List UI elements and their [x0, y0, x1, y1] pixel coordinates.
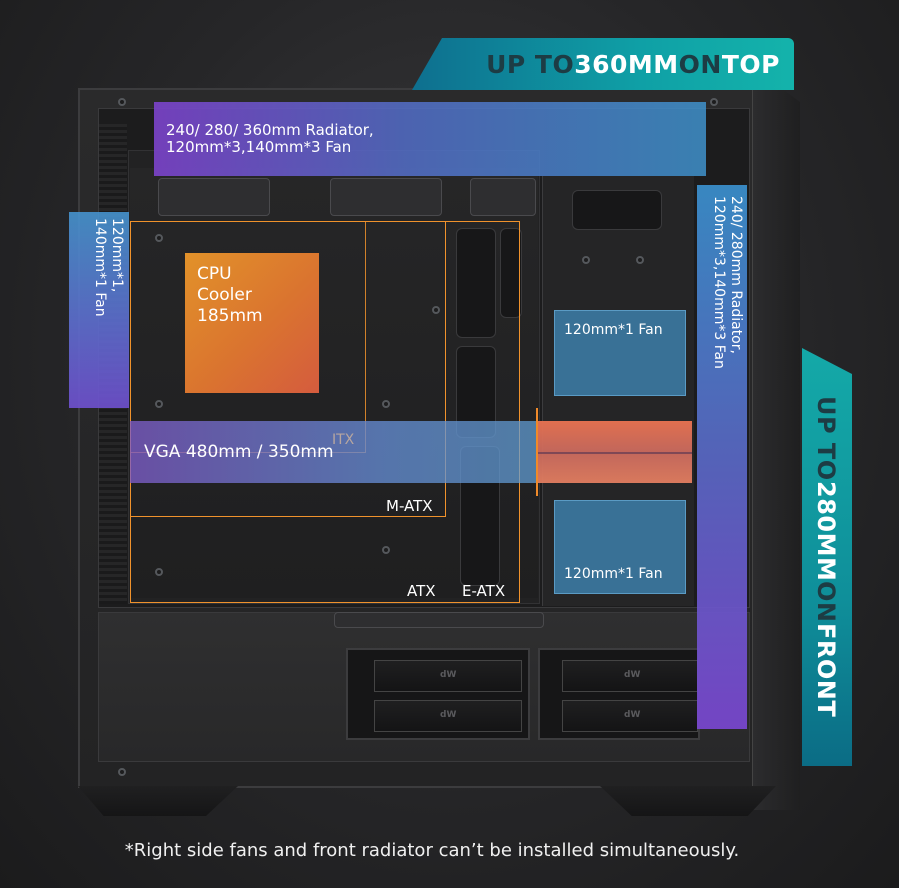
case-foot-right [600, 786, 776, 816]
top-radiator-line2: 120mm*3,140mm*3 Fan [166, 138, 352, 156]
fan-bracket [470, 178, 536, 216]
drive-tray [374, 700, 522, 732]
standoff-screw [155, 400, 163, 408]
footnote: *Right side fans and front radiator can’… [124, 840, 740, 861]
fan-bracket [158, 178, 270, 216]
drive-tray-logo: dW [624, 710, 641, 720]
front-capacity-text: UP TO 280MM ON FRONT [806, 396, 846, 746]
rear-fan-line1: 120mm*1, [109, 218, 125, 293]
top-banner-dim1: UP TO [486, 49, 575, 79]
cable-cutout [500, 228, 522, 318]
drive-tray-logo: dW [440, 670, 457, 680]
standoff-screw [432, 306, 440, 314]
rear-fan-line2: 140mm*1 Fan [92, 218, 108, 317]
matx-label: M-ATX [386, 497, 433, 515]
drive-tray [374, 660, 522, 692]
ssd-mount [572, 190, 662, 230]
standoff-screw [636, 256, 644, 264]
front-banner-dim2: ON [812, 581, 840, 623]
cpu-cooler-line2: Cooler [197, 285, 252, 305]
case-foot-left [78, 786, 238, 816]
side-fan-zone-bottom [554, 500, 686, 594]
cpu-cooler-line3: 185mm [197, 306, 263, 326]
standoff-screw [582, 256, 590, 264]
top-capacity-banner [412, 38, 794, 90]
top-capacity-text: UP TO 360MM ON TOP [440, 38, 780, 90]
front-radiator-line2: 120mm*3,140mm*3 Fan [711, 196, 727, 369]
standoff-screw [382, 400, 390, 408]
case-screw [118, 768, 126, 776]
side-fan-top-label: 120mm*1 Fan [564, 322, 663, 338]
fan-bracket [330, 178, 442, 216]
top-radiator-label: 240/ 280/ 360mm Radiator, 120mm*3,140mm*… [166, 122, 586, 156]
front-banner-lit1: 280MM [812, 480, 840, 582]
cpu-cooler-zone [185, 253, 319, 393]
front-radiator-label: 240/ 280mm Radiator, 120mm*3,140mm*3 Fan [702, 196, 744, 716]
cpu-cooler-label: CPU Cooler 185mm [197, 264, 315, 327]
drive-tray [562, 700, 698, 732]
standoff-screw [155, 234, 163, 242]
top-banner-dim2: ON [678, 49, 722, 79]
drive-tray-logo: dW [440, 710, 457, 720]
rear-fan-label: 120mm*1, 140mm*1 Fan [73, 218, 125, 404]
front-radiator-line1: 240/ 280mm Radiator, [728, 196, 744, 354]
atx-label: ATX [407, 582, 436, 600]
front-banner-dim1: UP TO [812, 396, 840, 481]
top-banner-lit2: TOP [721, 49, 780, 79]
cpu-cooler-line1: CPU [197, 264, 232, 284]
side-fan-zone-top [554, 310, 686, 396]
standoff-screw [155, 568, 163, 576]
side-fan-bottom-label: 120mm*1 Fan [564, 566, 663, 582]
vga-length-marker [536, 408, 538, 496]
cable-cutout [456, 228, 496, 338]
top-banner-lit1: 360MM [574, 49, 679, 79]
itx-label: ITX [332, 432, 355, 448]
drive-tray-logo: dW [624, 670, 641, 680]
top-radiator-line1: 240/ 280/ 360mm Radiator, [166, 121, 374, 139]
vga-label: VGA 480mm / 350mm [144, 442, 334, 462]
case-front-panel [752, 88, 800, 810]
gpu-support-bracket [334, 612, 544, 628]
case-screw [710, 98, 718, 106]
front-capacity-banner [802, 348, 852, 766]
front-radiator-zone [697, 185, 747, 729]
case-screw [118, 98, 126, 106]
drive-tray [562, 660, 698, 692]
front-banner-lit2: FRONT [812, 622, 840, 717]
eatx-label: E-ATX [462, 582, 506, 600]
top-radiator-zone [154, 102, 706, 176]
standoff-screw [382, 546, 390, 554]
vga-divider [538, 452, 692, 454]
rear-fan-zone [69, 212, 129, 408]
